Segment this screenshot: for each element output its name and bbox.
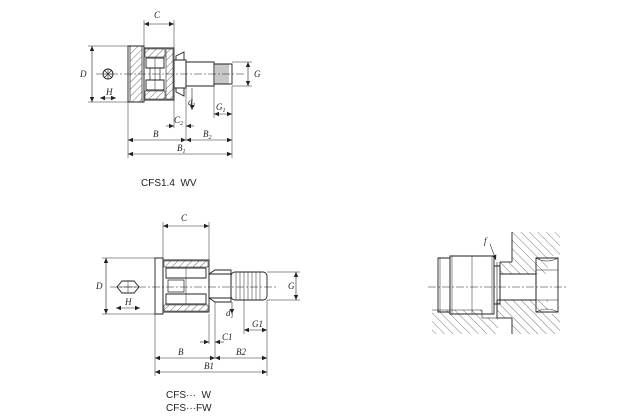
middle-dim-d1: d1 xyxy=(226,308,234,320)
middle-dim-C1: C1 xyxy=(222,332,233,342)
top-dim-G: G xyxy=(254,69,261,79)
top-dim-B2: B2 xyxy=(203,129,212,141)
middle-dim-B1: B1 xyxy=(204,361,214,371)
top-dim-D: D xyxy=(79,69,87,79)
middle-caption-line-1: CFS··· W xyxy=(166,390,211,401)
top-dim-B1: B1 xyxy=(177,143,186,155)
middle-dim-G1: G1 xyxy=(252,319,263,329)
middle-dim-D: D xyxy=(95,281,103,291)
top-dim-C: C xyxy=(154,10,161,20)
top-dim-B: B xyxy=(153,129,159,139)
middle-cam-follower-drawing xyxy=(102,222,300,376)
top-dim-d1: d1 xyxy=(188,97,196,109)
middle-dimension-labels: C D H G d1 G1 C1 B B2 B1 xyxy=(95,213,295,371)
middle-dim-C: C xyxy=(181,213,188,223)
top-dim-H: H xyxy=(105,87,113,97)
mounting-dim-f: f xyxy=(484,236,488,246)
mounting-drawing xyxy=(428,232,568,334)
middle-dim-B2: B2 xyxy=(236,347,246,357)
top-cam-follower-drawing xyxy=(88,20,252,158)
top-caption: CFS1.4 WV xyxy=(141,178,197,189)
middle-dim-G: G xyxy=(288,281,295,291)
middle-dim-H: H xyxy=(124,297,132,307)
top-dimension-labels: C D H G d1 G1 C2 B B2 B1 xyxy=(79,10,261,155)
mounting-dimension-labels: f xyxy=(484,236,488,246)
middle-caption-line-2: CFS···FW xyxy=(166,403,212,414)
top-dim-G1: G1 xyxy=(216,102,226,114)
middle-dim-B: B xyxy=(178,347,184,357)
top-dim-C2: C2 xyxy=(174,115,183,127)
